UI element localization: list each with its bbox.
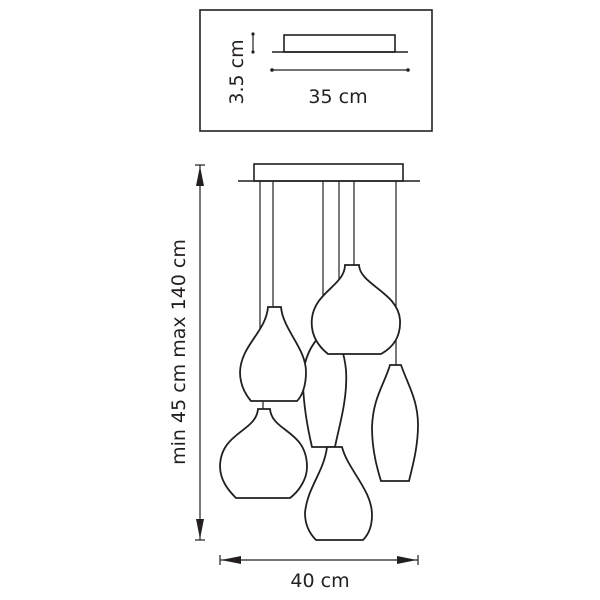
inset-width-label: 35 cm — [308, 86, 367, 108]
shade-bottom-left — [219, 408, 308, 499]
inset-height-label: 3.5 cm — [226, 39, 248, 104]
arrow-left-icon — [221, 556, 241, 564]
canopy-inset: 35 cm 3.5 cm — [199, 9, 433, 132]
suspension-cords — [259, 181, 397, 365]
width-dimension: 40 cm — [219, 555, 419, 592]
shade-right-slim — [371, 364, 419, 482]
canopy-plate — [253, 163, 404, 182]
width-label: 40 cm — [290, 570, 349, 592]
arrow-down-icon — [196, 519, 204, 539]
inset-frame — [199, 9, 433, 132]
shade-bottom-middle — [304, 446, 373, 541]
shade-top-left — [239, 306, 307, 402]
inset-canopy-plate — [283, 34, 396, 53]
canopy — [238, 163, 420, 182]
height-label: min 45 cm max 140 cm — [168, 239, 190, 465]
arrow-up-icon — [196, 166, 204, 186]
arrow-right-icon — [397, 556, 417, 564]
height-dimension: min 45 cm max 140 cm — [168, 164, 205, 541]
shade-top-right — [310, 264, 401, 355]
